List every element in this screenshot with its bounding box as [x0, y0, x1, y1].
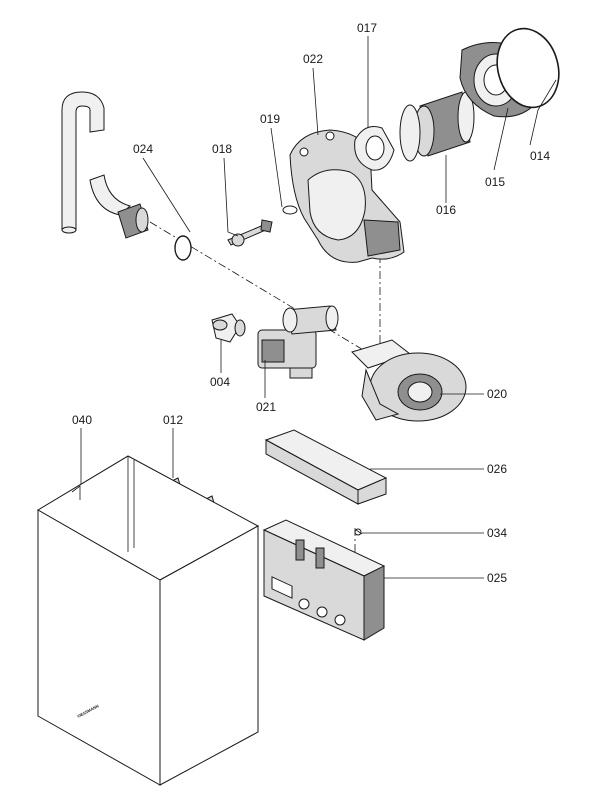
leader-lines: [80, 36, 557, 579]
fixing-screw: [354, 528, 363, 536]
combustion-fan: [351, 339, 467, 422]
callout-017: 017: [357, 21, 377, 35]
callout-040: 040: [72, 413, 92, 427]
seal-ring: [496, 27, 560, 109]
control-unit: [262, 519, 386, 641]
callout-034: 034: [487, 526, 507, 540]
callout-018: 018: [212, 142, 232, 156]
boiler-casing: [37, 455, 260, 786]
gas-elbow-fitting: [211, 313, 246, 343]
callout-025: 025: [487, 571, 507, 585]
callout-015: 015: [485, 175, 505, 189]
callout-024: 024: [133, 142, 153, 156]
burner-tube: [399, 91, 475, 162]
flange-plate: [354, 126, 395, 171]
electrode-gasket: [282, 205, 298, 215]
control-cover: [264, 429, 388, 505]
callout-021: 021: [256, 400, 276, 414]
callout-020: 020: [487, 387, 507, 401]
callout-022: 022: [303, 52, 323, 66]
callout-014: 014: [530, 149, 550, 163]
flue-pipe-elbow: [61, 91, 149, 239]
callout-019: 019: [260, 112, 280, 126]
callout-026: 026: [487, 462, 507, 476]
burner-housing: [289, 129, 405, 263]
callout-004: 004: [210, 375, 230, 389]
callout-016: 016: [436, 203, 456, 217]
callout-012: 012: [163, 413, 183, 427]
ignition-electrode: [227, 219, 273, 247]
flue-clip-ring: [174, 235, 192, 261]
gas-valve: [257, 305, 339, 379]
